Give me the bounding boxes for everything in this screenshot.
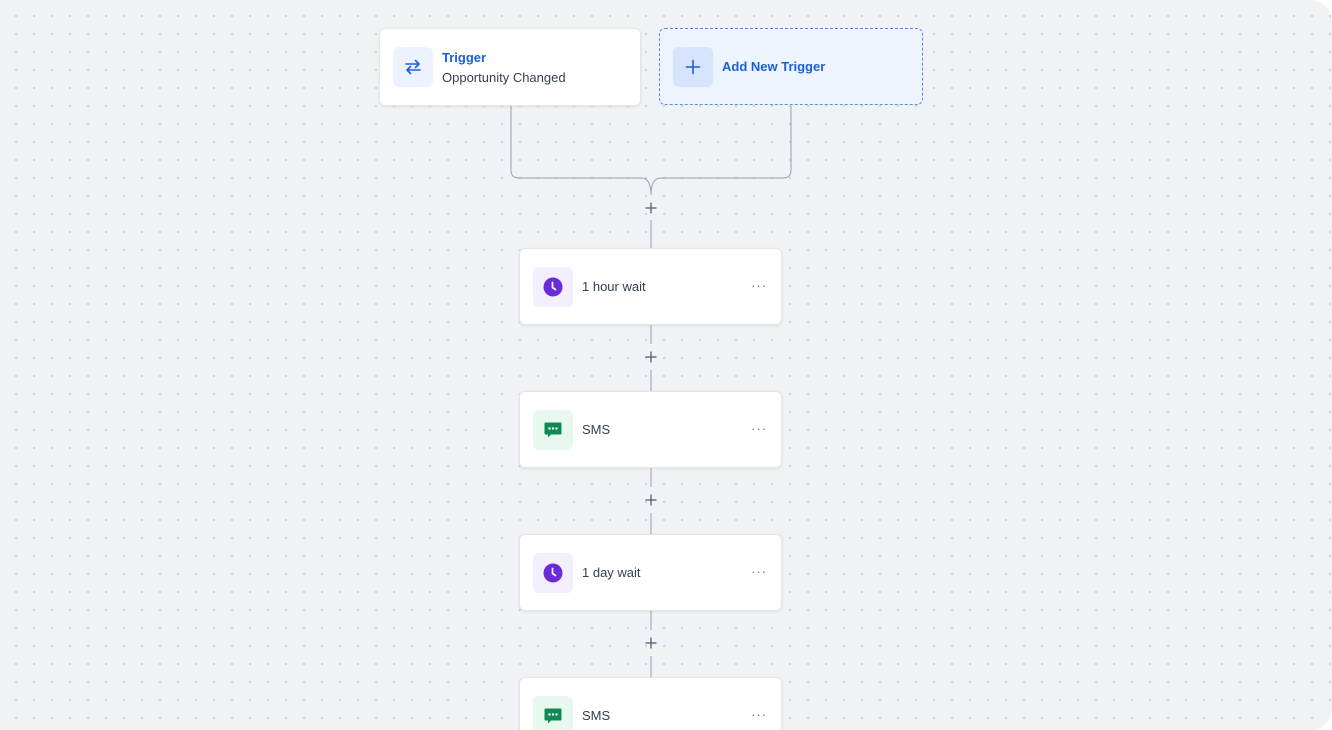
add-new-trigger-button[interactable]: Add New Trigger xyxy=(659,28,923,105)
step-card-sms[interactable]: SMS ··· xyxy=(519,677,782,730)
step-card-wait[interactable]: 1 hour wait ··· xyxy=(519,248,782,325)
plus-icon xyxy=(685,59,701,75)
branch-connector-right xyxy=(650,106,792,196)
step-icon-container xyxy=(533,553,573,593)
more-options-icon[interactable]: ··· xyxy=(751,421,767,436)
chat-bubble-icon xyxy=(544,708,562,724)
step-icon-container xyxy=(533,267,573,307)
more-options-icon[interactable]: ··· xyxy=(751,278,767,293)
clock-icon xyxy=(543,277,563,297)
step-icon-container xyxy=(533,696,573,730)
trigger-card[interactable]: Trigger Opportunity Changed xyxy=(379,28,641,106)
trigger-title: Trigger xyxy=(442,50,487,65)
add-step-plus-icon[interactable] xyxy=(643,349,659,365)
step-label: 1 hour wait xyxy=(582,279,646,294)
add-step-plus-icon[interactable] xyxy=(643,492,659,508)
add-new-trigger-label: Add New Trigger xyxy=(722,59,826,74)
step-card-sms[interactable]: SMS ··· xyxy=(519,391,782,468)
branch-connector-left xyxy=(510,106,652,196)
trigger-event: Opportunity Changed xyxy=(442,70,566,85)
add-step-plus-icon[interactable] xyxy=(643,635,659,651)
more-options-icon[interactable]: ··· xyxy=(751,707,767,722)
step-card-wait[interactable]: 1 day wait ··· xyxy=(519,534,782,611)
add-trigger-icon-container xyxy=(673,47,713,87)
chat-bubble-icon xyxy=(544,422,562,438)
step-label: 1 day wait xyxy=(582,565,641,580)
trigger-icon-container xyxy=(393,47,433,87)
clock-icon xyxy=(543,563,563,583)
step-label: SMS xyxy=(582,708,611,723)
step-icon-container xyxy=(533,410,573,450)
step-label: SMS xyxy=(582,422,611,437)
more-options-icon[interactable]: ··· xyxy=(751,564,767,579)
add-step-plus-icon[interactable] xyxy=(643,200,659,216)
swap-arrows-icon xyxy=(405,59,421,75)
